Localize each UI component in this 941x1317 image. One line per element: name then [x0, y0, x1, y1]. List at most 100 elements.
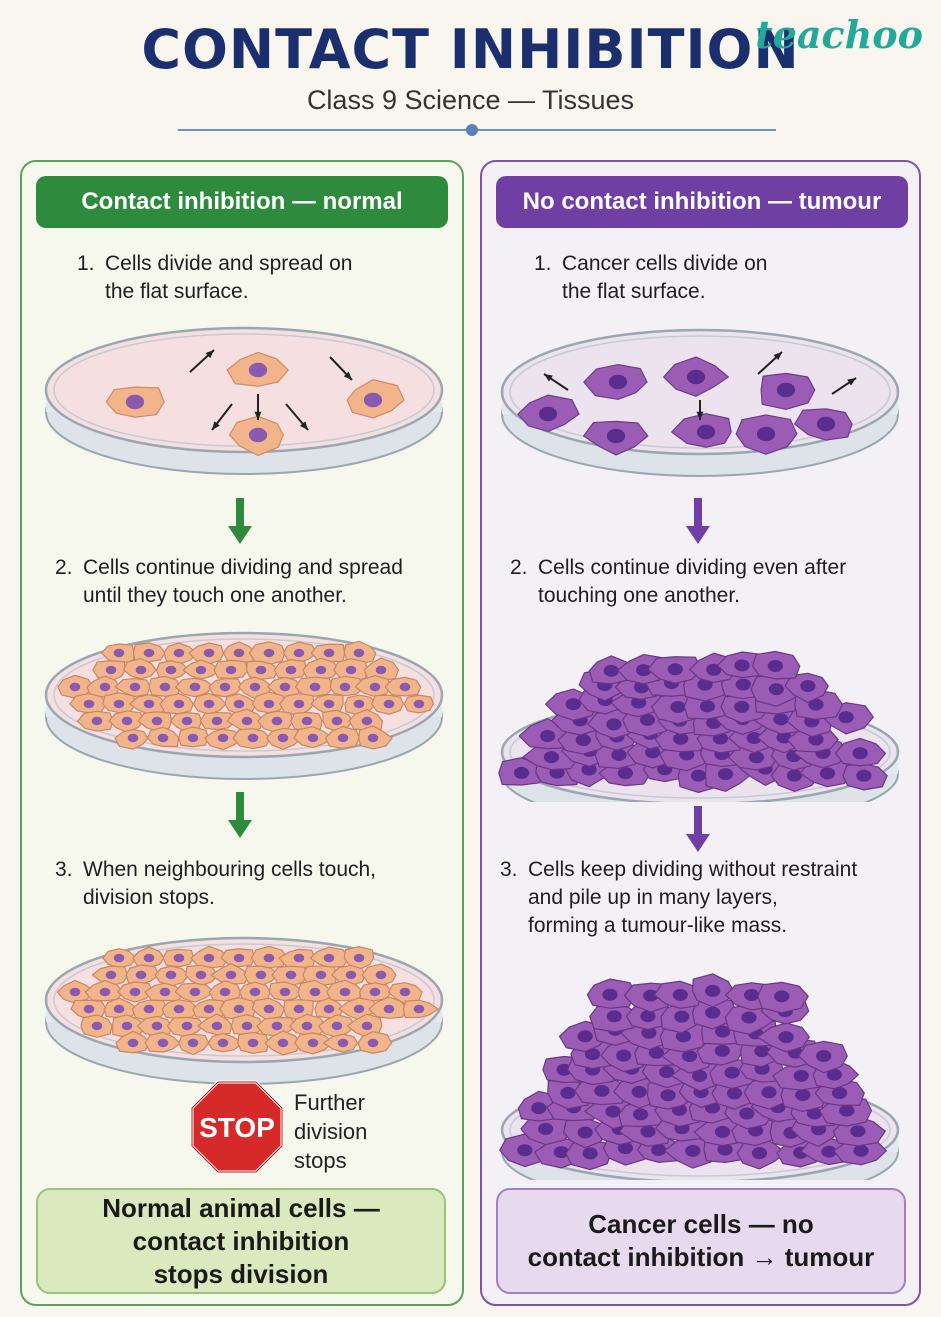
petri-dish-icon	[44, 326, 444, 475]
nucleus	[247, 733, 259, 743]
nucleus	[129, 987, 141, 997]
nucleus	[323, 699, 335, 709]
nucleus	[135, 665, 147, 675]
nucleus	[143, 648, 155, 658]
summary-line: contact inhibition	[132, 1225, 350, 1256]
nucleus	[838, 711, 854, 724]
nucleus	[173, 1004, 185, 1014]
nucleus	[233, 699, 245, 709]
nucleus	[543, 751, 560, 764]
dish-rim	[44, 326, 444, 454]
nucleus	[726, 1087, 743, 1100]
nucleus	[113, 699, 125, 709]
nucleus	[195, 970, 207, 980]
nucleus	[556, 1063, 572, 1076]
nucleus	[640, 1125, 656, 1138]
nucleus	[151, 1021, 163, 1031]
nucleus	[741, 1011, 757, 1024]
nucleus	[91, 716, 103, 726]
nucleus	[690, 769, 707, 782]
nucleus	[187, 1038, 199, 1048]
nucleus	[165, 665, 177, 675]
nucleus	[165, 970, 177, 980]
nucleus	[674, 1010, 690, 1023]
nucleus	[83, 699, 95, 709]
step-number: 1.	[534, 252, 552, 275]
petri-dish-icon	[500, 328, 900, 477]
nucleus	[113, 648, 125, 658]
nucleus	[203, 1004, 215, 1014]
nucleus	[241, 1021, 253, 1031]
step-text-line: When neighbouring cells touch,	[83, 858, 377, 881]
nucleus	[774, 990, 790, 1003]
nucleus	[211, 1021, 223, 1031]
nucleus	[353, 953, 365, 963]
nucleus	[761, 1086, 777, 1099]
nucleus	[641, 1026, 657, 1039]
summary-line: stops division	[153, 1258, 329, 1289]
step-text-line: Cancer cells divide on	[562, 252, 768, 275]
nucleus	[151, 716, 163, 726]
nucleus	[113, 953, 125, 963]
nucleus	[734, 700, 750, 713]
nucleus	[636, 664, 652, 677]
nucleus	[293, 1004, 305, 1014]
nucleus	[345, 970, 357, 980]
nucleus	[692, 1069, 708, 1082]
step-text-line: and pile up in many layers,	[528, 886, 778, 909]
nucleus	[353, 1004, 365, 1014]
nucleus	[831, 1087, 848, 1100]
step-text-line: Cells continue dividing and spread	[83, 556, 403, 579]
nucleus	[633, 681, 650, 694]
spread-arrowhead	[773, 352, 782, 361]
tumour-step-1: 1. Cancer cells divide on the flat surfa…	[534, 250, 914, 306]
nucleus	[285, 665, 297, 675]
nucleus	[125, 394, 145, 410]
nucleus	[263, 953, 275, 963]
step-number: 1.	[77, 252, 95, 275]
nucleus	[293, 699, 305, 709]
nucleus	[608, 374, 628, 390]
nucleus	[681, 1050, 698, 1063]
step-number: 3.	[500, 858, 518, 881]
nucleus	[105, 970, 117, 980]
nucleus	[633, 1108, 649, 1121]
nucleus	[203, 953, 215, 963]
nucleus	[99, 682, 111, 692]
tumour-summary: Cancer cells — no contact inhibition → t…	[496, 1188, 906, 1294]
nucleus	[173, 953, 185, 963]
nucleus	[754, 1045, 770, 1058]
nucleus	[255, 665, 267, 675]
nucleus	[255, 970, 267, 980]
nucleus	[768, 683, 784, 696]
nucleus	[375, 970, 387, 980]
nucleus	[181, 1021, 193, 1031]
nucleus	[219, 987, 231, 997]
step-text-line: touching one another.	[538, 584, 741, 607]
nucleus	[821, 1145, 837, 1158]
nucleus	[135, 970, 147, 980]
stop-sign-icon: STOP	[190, 1080, 284, 1174]
nucleus	[263, 648, 275, 658]
step-text-line: Cells continue dividing even after	[538, 556, 847, 579]
nucleus	[195, 665, 207, 675]
nucleus	[323, 648, 335, 658]
nucleus	[363, 392, 383, 408]
nucleus	[129, 682, 141, 692]
nucleus	[714, 1125, 731, 1138]
nucleus	[225, 970, 237, 980]
nucleus	[361, 716, 373, 726]
nucleus	[806, 1107, 823, 1120]
nucleus	[353, 648, 365, 658]
nucleus	[717, 1143, 733, 1156]
nucleus	[143, 953, 155, 963]
nucleus	[606, 718, 622, 731]
nucleus	[739, 1107, 755, 1120]
step-text-line: until they touch one another.	[83, 584, 347, 607]
nucleus	[856, 769, 872, 782]
step-text-line: Cells divide and spread on	[105, 252, 353, 275]
nucleus	[285, 970, 297, 980]
nucleus	[616, 1049, 632, 1062]
nucleus	[339, 682, 351, 692]
summary-line: Normal animal cells —	[102, 1192, 380, 1223]
